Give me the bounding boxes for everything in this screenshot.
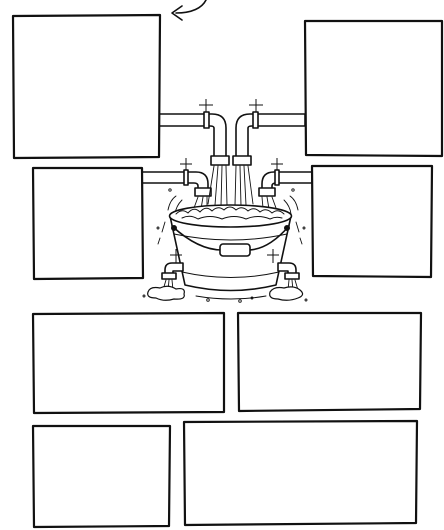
box-mid-left	[31, 166, 145, 281]
valve-handle-icon	[249, 99, 263, 112]
puddles	[142, 285, 308, 303]
box-top-right	[303, 19, 444, 158]
box-mid-right	[310, 164, 434, 279]
valve-handle-icon	[271, 158, 283, 170]
box-row3-right	[236, 311, 423, 413]
box-row4-left	[31, 424, 172, 529]
water-streams	[156, 165, 306, 245]
box-top-left	[11, 13, 162, 160]
curved-arrow-icon	[171, 0, 207, 21]
box-row4-right	[182, 419, 419, 527]
box-row3-left	[31, 311, 226, 415]
valve-handle-icon	[180, 158, 192, 170]
valve-handle-icon	[170, 249, 182, 263]
bucket-icon	[168, 204, 293, 292]
valve-handle-icon	[199, 99, 213, 112]
outflow-taps	[161, 249, 300, 292]
valve-handle-icon	[267, 249, 279, 263]
inflow-pipes	[141, 99, 313, 197]
